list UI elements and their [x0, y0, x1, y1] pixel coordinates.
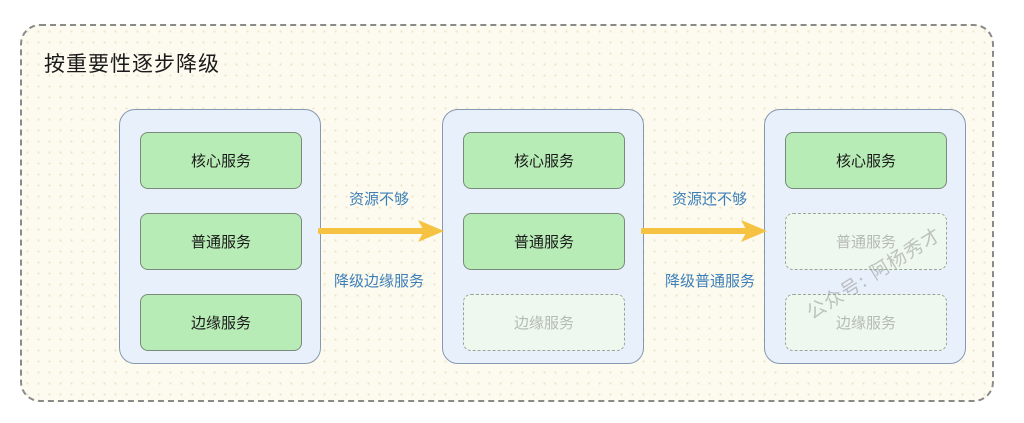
normal-service-box: 普通服务 — [140, 213, 302, 270]
edge-service-box-degraded: 边缘服务 — [463, 294, 625, 351]
stage-2: 核心服务 普通服务 边缘服务 — [442, 109, 644, 364]
core-service-box: 核心服务 — [140, 132, 302, 189]
normal-service-box: 普通服务 — [463, 213, 625, 270]
edge-service-box-degraded: 边缘服务 — [785, 294, 947, 351]
arrow-right-icon — [641, 220, 767, 242]
transition-action-label: 降级边缘服务 — [334, 272, 425, 290]
arrow-right-icon — [318, 220, 444, 242]
stage-3: 核心服务 普通服务 边缘服务 — [764, 109, 966, 364]
normal-service-box-degraded: 普通服务 — [785, 213, 947, 270]
diagram-title: 按重要性逐步降级 — [44, 52, 220, 76]
transition-condition-label: 资源还不够 — [672, 190, 748, 208]
stage-1: 核心服务 普通服务 边缘服务 — [119, 109, 321, 364]
transition-action-label: 降级普通服务 — [665, 272, 756, 290]
core-service-box: 核心服务 — [463, 132, 625, 189]
edge-service-box: 边缘服务 — [140, 294, 302, 351]
core-service-box: 核心服务 — [785, 132, 947, 189]
transition-condition-label: 资源不够 — [349, 190, 410, 208]
